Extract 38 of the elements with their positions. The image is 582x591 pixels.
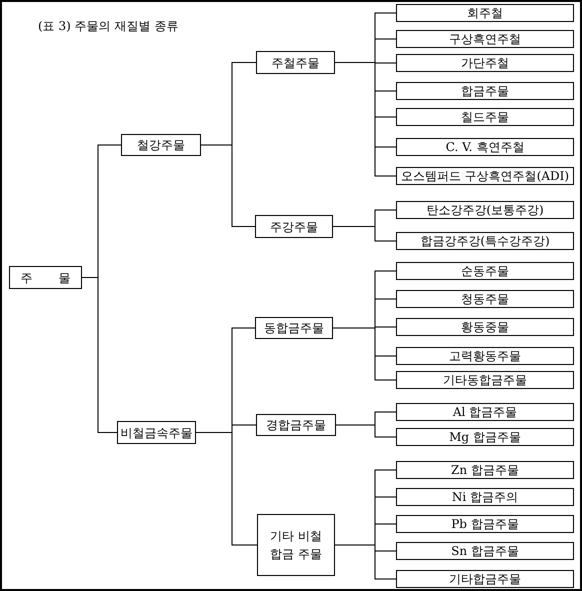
connector-line xyxy=(336,424,396,438)
category-box: 비철금속주물 xyxy=(117,421,196,444)
item-box: C. V. 흑연주철 xyxy=(396,138,574,156)
item-box: Al 합금주물 xyxy=(396,403,574,421)
item-box: 황동중물 xyxy=(396,318,574,336)
item-box: 회주철 xyxy=(396,4,574,22)
item-box: Ni 합금주의 xyxy=(396,488,574,506)
connector-line xyxy=(334,62,396,176)
item-box: 순동주물 xyxy=(396,262,574,280)
category-box: 경합금주물 xyxy=(256,414,336,436)
item-box: 칠드주물 xyxy=(396,108,574,126)
item-box: 구상흑연주철 xyxy=(396,30,574,48)
connector-line xyxy=(200,144,256,227)
item-box: 가단주철 xyxy=(396,54,574,72)
connector-line xyxy=(334,544,396,580)
title: (표 3) 주물의 재질별 종류 xyxy=(38,18,178,35)
item-box: 탄소강주강(보통주강) xyxy=(396,201,574,219)
item-box: 기타동합금주물 xyxy=(396,371,574,389)
category-box: 동합금주물 xyxy=(255,317,333,339)
category-box: 철강주물 xyxy=(121,134,201,156)
item-box: Pb 합금주물 xyxy=(396,515,574,533)
connector-line xyxy=(196,432,258,546)
connector-line xyxy=(82,277,118,433)
root-box: 주 물 xyxy=(9,266,82,289)
item-box: Sn 합금주물 xyxy=(396,542,574,560)
item-box: 기타합금주물 xyxy=(396,570,574,588)
item-box: 합금강주강(특수강주강) xyxy=(396,232,574,250)
category-box: 주철주물 xyxy=(256,51,335,74)
connector-line xyxy=(332,328,396,380)
item-box: 청동주물 xyxy=(396,290,574,308)
item-box: 합금주물 xyxy=(396,82,574,100)
item-box: 고력황동주물 xyxy=(396,347,574,365)
item-box: 오스템퍼드 구상흑연주철(ADI) xyxy=(396,167,574,185)
connector-line xyxy=(332,226,396,242)
category-box: 기타 비철 합금 주물 xyxy=(257,514,335,576)
category-box: 주강주물 xyxy=(255,215,333,238)
item-box: Zn 합금주물 xyxy=(396,461,574,479)
item-box: Mg 합금주물 xyxy=(396,428,574,446)
